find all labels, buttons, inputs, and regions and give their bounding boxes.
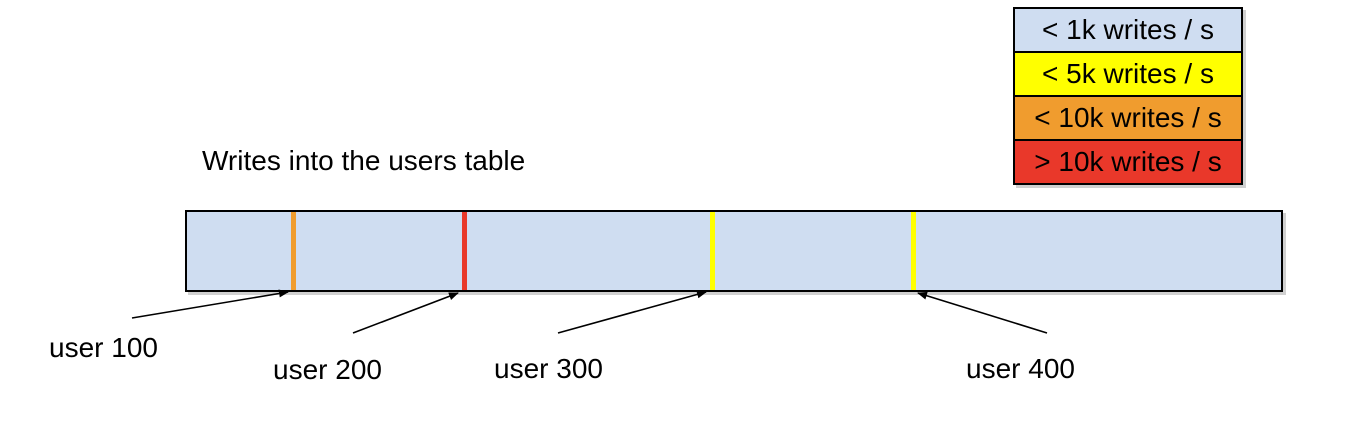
arrow-user-400 — [917, 291, 1048, 334]
label-user-300: user 300 — [494, 353, 603, 384]
marker-stripe-user-300 — [709, 212, 715, 290]
users-table-bar — [185, 210, 1283, 292]
legend-label-lt-10k: < 10k writes / s — [1034, 102, 1222, 133]
marker-stripe-user-400 — [911, 212, 917, 290]
legend-item-lt-10k: < 10k writes / s — [1013, 95, 1243, 141]
diagram-title: Writes into the users table — [202, 145, 526, 176]
legend-label-lt-5k: < 5k writes / s — [1042, 58, 1214, 89]
label-user-200: user 200 — [273, 354, 382, 385]
arrow-user-100 — [131, 289, 289, 319]
marker-stripe-user-100 — [290, 212, 296, 290]
label-user-100: user 100 — [49, 332, 158, 363]
legend-item-lt-1k: < 1k writes / s — [1013, 7, 1243, 53]
legend-label-gt-10k: > 10k writes / s — [1034, 146, 1222, 177]
legend-label-lt-1k: < 1k writes / s — [1042, 14, 1214, 45]
legend-item-gt-10k: > 10k writes / s — [1013, 139, 1243, 185]
marker-stripe-user-200 — [461, 212, 467, 290]
arrow-user-200 — [352, 292, 459, 334]
legend-item-lt-5k: < 5k writes / s — [1013, 51, 1243, 97]
legend: < 1k writes / s < 5k writes / s < 10k wr… — [1013, 7, 1243, 185]
label-user-400: user 400 — [966, 353, 1075, 384]
arrow-user-300 — [557, 290, 707, 334]
